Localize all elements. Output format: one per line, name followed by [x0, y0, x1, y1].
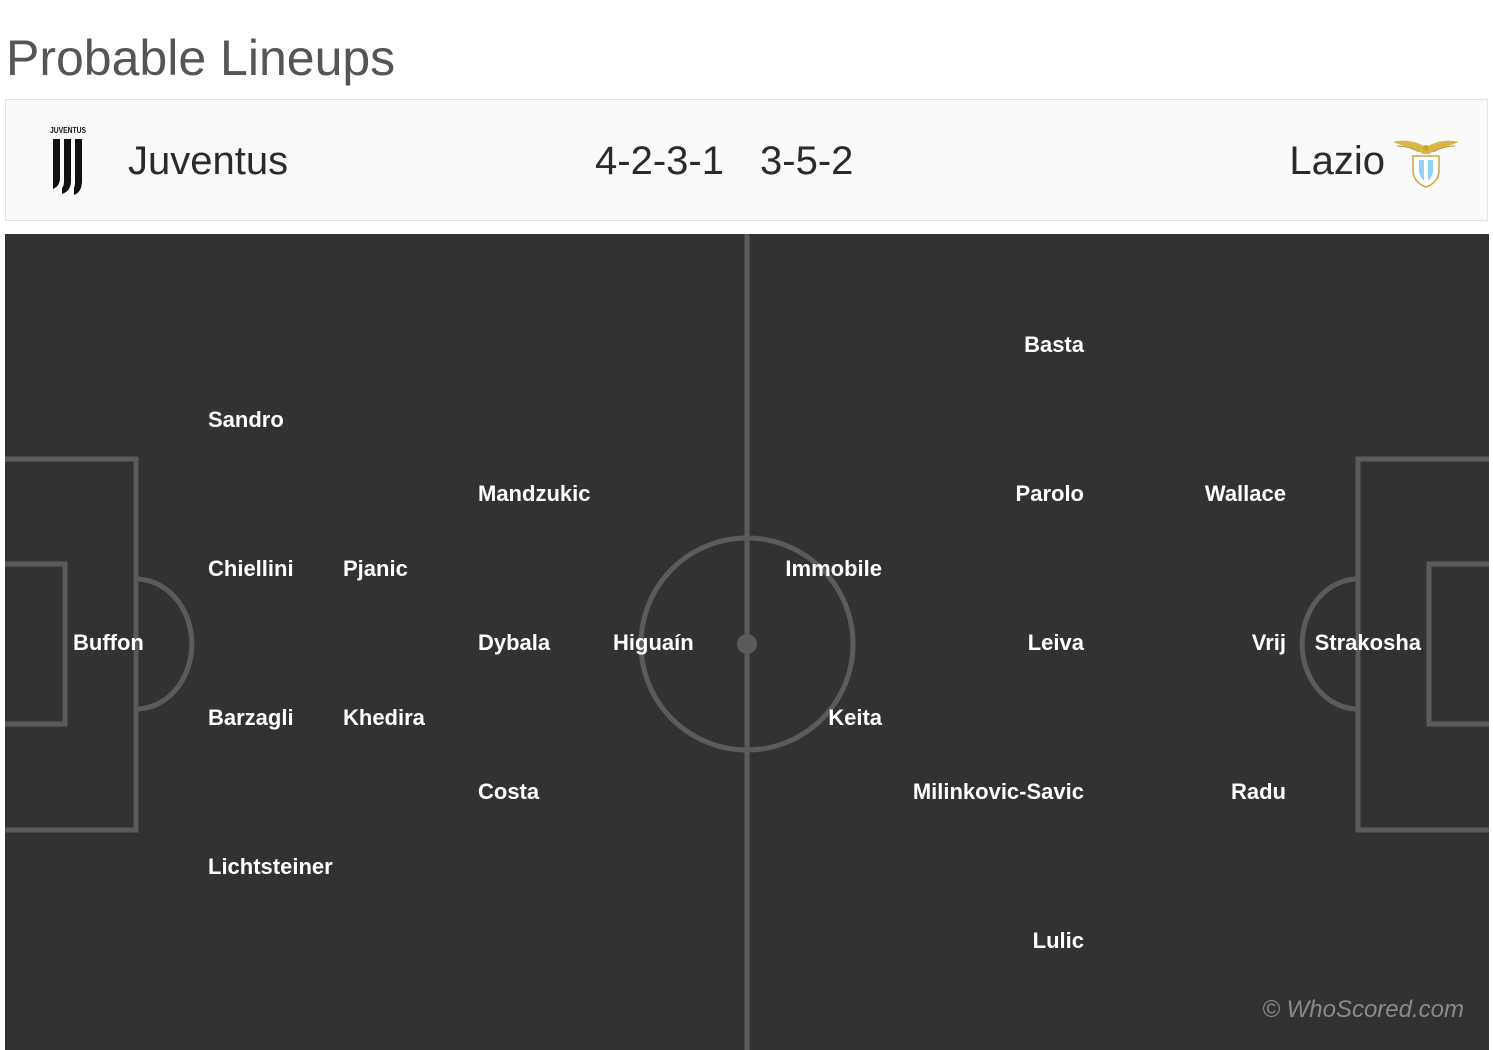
juventus-crest-text: JUVENTUS [50, 126, 86, 135]
home-player-left-winger[interactable]: Mandzukic [478, 481, 591, 506]
away-player-center-back[interactable]: Vrij [1251, 630, 1286, 655]
away-formation: 3-5-2 [760, 139, 854, 183]
lazio-eagle-crest-icon[interactable] [1391, 136, 1461, 188]
away-player-defensive-mid[interactable]: Leiva [1027, 630, 1084, 655]
juventus-crest-icon[interactable]: JUVENTUS [48, 126, 88, 196]
away-player-left-center-mid[interactable]: Milinkovic-Savic [912, 779, 1084, 804]
away-player-right-center-mid[interactable]: Parolo [1015, 481, 1084, 506]
home-formation: 4-2-3-1 [595, 139, 724, 183]
away-player-goalkeeper[interactable]: Strakosha [1314, 630, 1421, 655]
away-team-name[interactable]: Lazio [1289, 139, 1385, 183]
home-player-right-center-back[interactable]: Barzagli [208, 705, 294, 730]
match-header: JUVENTUS Juventus 4-2-3-1 3-5-2 Lazio [5, 99, 1488, 221]
pitch: Buffon Sandro Chiellini Barzagli Lichtst… [5, 234, 1489, 1050]
away-player-right-striker[interactable]: Immobile [785, 556, 882, 581]
home-player-right-winger[interactable]: Costa [478, 779, 540, 804]
home-team-name[interactable]: Juventus [128, 139, 289, 183]
away-player-left-center-back[interactable]: Radu [1231, 779, 1286, 804]
whoscored-watermark: © WhoScored.com [1262, 996, 1464, 1023]
home-player-striker[interactable]: Higuaín [613, 630, 694, 655]
away-player-left-wing-back[interactable]: Lulic [1032, 928, 1084, 953]
away-player-right-wing-back[interactable]: Basta [1024, 332, 1084, 357]
home-player-right-defensive-mid[interactable]: Khedira [343, 705, 425, 730]
home-player-attacking-mid[interactable]: Dybala [478, 630, 551, 655]
away-player-left-striker[interactable]: Keita [828, 705, 882, 730]
page-title: Probable Lineups [6, 30, 396, 86]
home-player-goalkeeper[interactable]: Buffon [73, 630, 144, 655]
home-player-left-defensive-mid[interactable]: Pjanic [343, 556, 408, 581]
away-player-right-center-back[interactable]: Wallace [1204, 481, 1286, 506]
home-player-left-center-back[interactable]: Chiellini [208, 556, 294, 581]
home-player-left-back[interactable]: Sandro [208, 407, 284, 432]
home-player-right-back[interactable]: Lichtsteiner [208, 854, 333, 879]
pitch-markings [5, 234, 1489, 1050]
